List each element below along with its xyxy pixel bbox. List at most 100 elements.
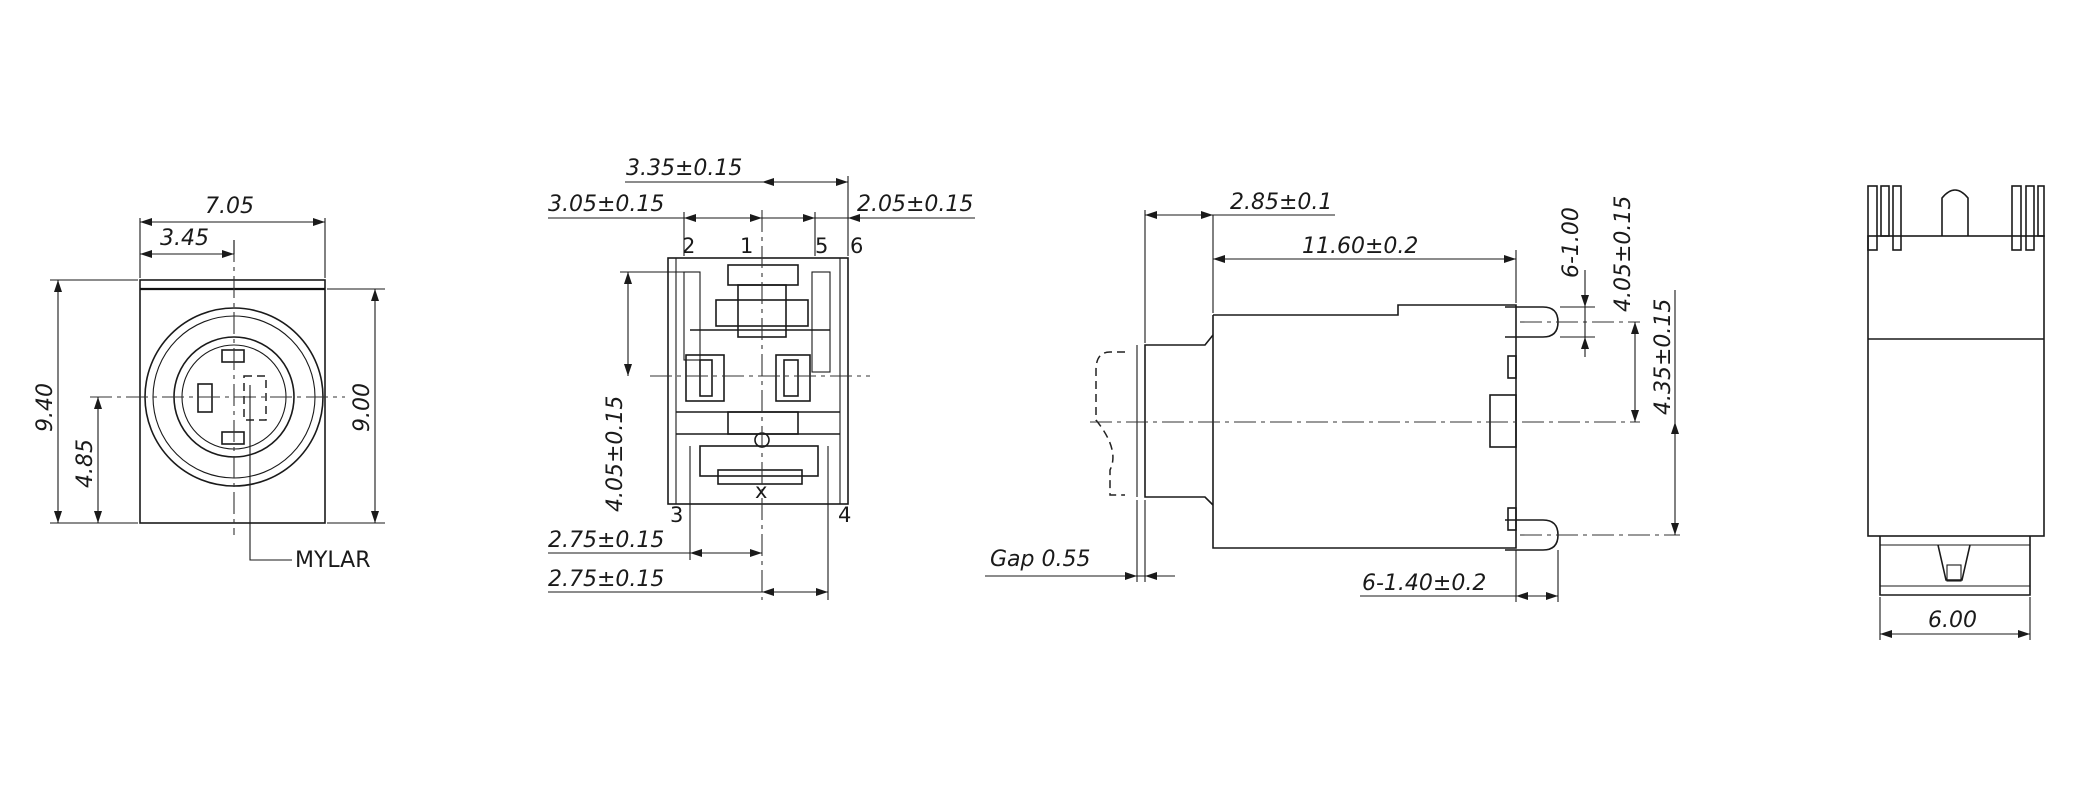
arrowhead [222,250,234,258]
end-pin [2037,185,2045,237]
pin-body-outline [667,257,849,505]
dim-front-body-height: 9.00 [350,383,375,432]
pin-detail [727,264,799,286]
dim-pin-vertical: 4.05±0.15 [603,396,628,512]
pin-detail [783,359,799,397]
arrowhead [803,214,815,222]
side-view: 2.85±0.1 11.60±0.2 6-1.00 4.05±0.15 4.35… [985,190,1680,602]
front-view: 7.05 3.45 9.40 4.85 9.00 MYLAR [33,194,385,573]
pin-detail [685,354,725,402]
pin-label-1: 1 [740,234,753,258]
pin-detail [699,445,819,477]
arrowhead [54,280,62,292]
arrowhead [1631,410,1639,422]
end-latch-detail [1946,564,1962,582]
dim-side-pin-height-1: 4.05±0.15 [1611,196,1636,312]
pin-detail [699,359,713,397]
side-nose [1144,334,1214,506]
pin-view: 2 1 5 6 3 4 x 3.35±0.15 3.05±0.15 2.05±0… [548,156,975,600]
end-center-pin [1941,189,1969,236]
front-contact-left [197,383,213,413]
pin-center-mark: x [755,479,767,503]
front-contact-top [221,349,245,363]
side-pin-detail [1507,355,1517,379]
end-pin [1867,185,1878,251]
arrowhead [624,272,632,284]
pin-label-4: 4 [838,503,851,527]
dim-pin-top-right: 3.35±0.15 [626,156,742,181]
side-pin-middle [1489,394,1517,448]
arrowhead [94,397,102,409]
end-pin [1880,185,1890,237]
arrowhead [750,214,762,222]
dim-end-width: 6.00 [1928,608,1977,633]
end-nose [1879,536,2031,596]
arrowhead [762,588,774,596]
pin-label-5: 5 [815,234,828,258]
dim-front-center-height: 4.85 [73,439,98,488]
arrowhead [816,588,828,596]
dim-side-pin-height-2: 4.35±0.15 [1651,299,1676,415]
front-contact-bottom [221,431,245,445]
pin-label-2: 2 [682,234,695,258]
pin-label-6: 6 [850,234,863,258]
mylar-leader [249,385,292,561]
arrowhead [624,364,632,376]
arrowhead [1546,592,1558,600]
dim-side-gap: Gap 0.55 [990,547,1090,572]
arrowhead [371,289,379,301]
arrowhead [1631,322,1639,334]
arrowhead [94,511,102,523]
pin-detail [717,469,803,485]
arrowhead [1671,422,1679,434]
dim-pin-top-left: 3.05±0.15 [548,192,664,217]
arrowhead [1581,337,1589,349]
arrowhead [1671,523,1679,535]
arrowhead [140,250,152,258]
arrowhead [762,178,774,186]
arrowhead [848,214,860,222]
arrowhead [1201,211,1213,219]
dim-side-front: 2.85±0.1 [1230,190,1332,215]
arrowhead [140,218,152,226]
dim-front-width: 7.05 [205,194,254,219]
front-contact-hidden [243,375,267,421]
dim-front-height-total: 9.40 [33,383,58,432]
arrowhead [1145,211,1157,219]
front-body-outline [139,279,326,524]
arrowhead [54,511,62,523]
arrowhead [1125,572,1137,580]
pin-detail [727,411,799,435]
label-mylar: MYLAR [295,548,371,573]
dim-pin-bottom-2: 2.75±0.15 [548,567,664,592]
end-latch [1937,544,1971,581]
pin-label-3: 3 [670,503,683,527]
arrowhead [1504,255,1516,263]
end-body-outline [1867,235,2045,537]
end-pin [2025,185,2035,251]
pin-detail [811,271,831,373]
pin-detail [775,354,811,402]
dim-side-pin-length: 6-1.40±0.2 [1362,571,1486,596]
side-plug-hidden [1095,351,1125,496]
side-body-outline [1212,304,1517,549]
dim-pin-right: 2.05±0.15 [857,192,973,217]
arrowhead [2018,630,2030,638]
arrowhead [1145,572,1157,580]
side-pin-detail [1507,507,1517,531]
dim-side-length: 11.60±0.2 [1302,234,1418,259]
arrowhead [371,511,379,523]
end-pin [2011,185,2022,251]
pin-detail [683,271,701,361]
arrowhead [1516,592,1528,600]
arrowhead [836,178,848,186]
end-view: 6.00 [1867,185,2045,640]
arrowhead [750,549,762,557]
dim-front-center-offset: 3.45 [160,226,209,251]
arrowhead [1880,630,1892,638]
arrowhead [684,214,696,222]
dim-pin-bottom-1: 2.75±0.15 [548,528,664,553]
arrowhead [313,218,325,226]
arrowhead [1581,295,1589,307]
